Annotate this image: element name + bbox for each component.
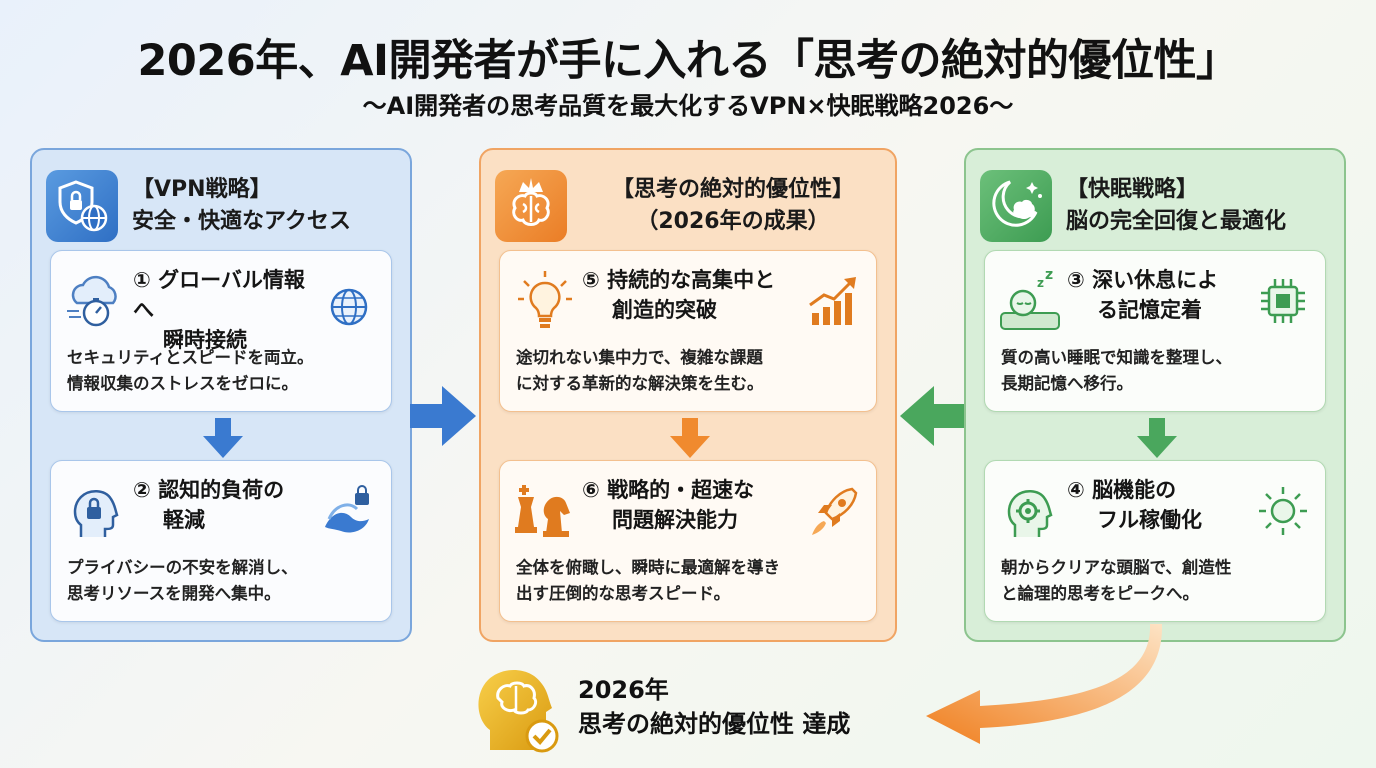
core-column-header: 【思考の絶対的優位性】 （2026年の成果） xyxy=(495,164,885,244)
card-brain-function: ④ 脳機能の フル稼働化 朝からクリアな頭脳で、創造性 と論理的思考をピークへ。 xyxy=(984,460,1326,622)
globe-icon xyxy=(330,288,368,326)
core-title-line2: （2026年の成果） xyxy=(636,209,830,234)
vpn-title-line1: 【VPN戦略】 xyxy=(132,177,272,202)
card-desc-line1: 途切れない集中力で、複雑な課題 xyxy=(516,348,763,367)
chip-icon xyxy=(1261,279,1305,323)
card-desc-line2: と論理的思考をピークへ。 xyxy=(1001,584,1199,603)
card-desc-line2: 情報収集のストレスをゼロに。 xyxy=(67,374,298,393)
core-column-title: 【思考の絶対的優位性】 （2026年の成果） xyxy=(581,174,885,238)
sun-icon xyxy=(1259,487,1307,535)
card-cognitive-load: ② 認知的負荷の 軽減 プライバシーの不安を解消し、 思考リソースを開発へ集中。 xyxy=(50,460,392,622)
card-desc-line1: 質の高い睡眠で知識を整理し、 xyxy=(1001,348,1232,367)
core-title-line1: 【思考の絶対的優位性】 xyxy=(611,177,854,202)
sleep-column-header: 【快眠戦略】 脳の完全回復と最適化 xyxy=(980,164,1334,244)
vpn-column-header: 【VPN戦略】 安全・快適なアクセス xyxy=(46,164,400,244)
result-year: 2026年 xyxy=(578,676,669,704)
card-strategic-problem-solving: ⑥ 戦略的・超速な 問題解決能力 全体を俯瞰し、瞬時に最適解を導き 出す圧倒的な… xyxy=(499,460,877,622)
down-arrow-icon xyxy=(670,418,710,458)
card-title-line2: 問題解決能力 xyxy=(612,508,738,532)
result-achievement-text: 思考の絶対的優位性 達成 xyxy=(578,710,851,738)
card-desc-line2: 思考リソースを開発へ集中。 xyxy=(67,584,281,603)
crowned-brain-icon xyxy=(495,170,567,242)
card-desc-line1: 朝からクリアな頭脳で、創造性 xyxy=(1001,558,1232,577)
card-desc-line1: プライバシーの不安を解消し、 xyxy=(67,558,298,577)
card-description: 全体を俯瞰し、瞬時に最適解を導き 出す圧倒的な思考スピード。 xyxy=(516,555,864,607)
card-title-line2: フル稼働化 xyxy=(1097,508,1202,532)
sleep-title-line1: 【快眠戦略】 xyxy=(1066,177,1199,202)
sleep-title-line2: 脳の完全回復と最適化 xyxy=(1066,209,1287,234)
vpn-title-line2: 安全・快適なアクセス xyxy=(132,209,351,234)
card-description: 途切れない集中力で、複雑な課題 に対する革新的な解決策を生む。 xyxy=(516,345,864,397)
right-arrow-icon xyxy=(410,386,476,446)
card-title-line2: 創造的突破 xyxy=(612,298,717,322)
card-title: ② 認知的負荷の 軽減 xyxy=(133,475,313,535)
card-title-line2: 瞬時接続 xyxy=(163,328,247,352)
down-arrow-icon xyxy=(203,418,243,458)
sleep-column-title: 【快眠戦略】 脳の完全回復と最適化 xyxy=(1066,174,1334,238)
cloud-stopwatch-icon xyxy=(67,275,117,327)
card-title: ④ 脳機能の フル稼働化 xyxy=(1067,475,1247,535)
card-title: ⑤ 持続的な高集中と 創造的突破 xyxy=(582,265,798,325)
card-title: ③ 深い休息によ る記憶定着 xyxy=(1067,265,1247,325)
card-title-line1: ③ 深い休息によ xyxy=(1067,268,1219,292)
vpn-column-title: 【VPN戦略】 安全・快適なアクセス xyxy=(132,174,400,238)
card-desc-line1: 全体を俯瞰し、瞬時に最適解を導き xyxy=(516,558,780,577)
card-desc-line1: セキュリティとスピードを両立。 xyxy=(67,348,314,367)
card-title-line1: ④ 脳機能の xyxy=(1067,478,1177,502)
card-title-line1: ⑤ 持続的な高集中と xyxy=(582,268,776,292)
head-gear-icon xyxy=(1007,490,1053,537)
page-title: 2026年、AI開発者が手に入れる「思考の絶対的優位性」 xyxy=(137,36,1239,86)
chess-icon xyxy=(515,485,570,537)
down-arrow-icon xyxy=(1137,418,1177,458)
card-desc-line2: 長期記憶へ移行。 xyxy=(1001,374,1133,393)
card-deep-rest: z z ③ 深い休息によ る記憶定着 質の高い睡眠で知識を整理し、 長期記憶へ移… xyxy=(984,250,1326,412)
card-description: 質の高い睡眠で知識を整理し、 長期記憶へ移行。 xyxy=(1001,345,1313,397)
rocket-icon xyxy=(812,487,858,535)
lightbulb-icon xyxy=(518,271,572,328)
card-title-line2: 軽減 xyxy=(163,508,205,532)
wave-lock-icon xyxy=(325,485,369,533)
card-sustained-focus: ⑤ 持続的な高集中と 創造的突破 途切れない集中力で、複雑な課題 に対する革新的… xyxy=(499,250,877,412)
card-title-line1: ⑥ 戦略的・超速な xyxy=(582,478,755,502)
shield-globe-icon xyxy=(46,170,118,242)
card-title: ① グローバル情報へ 瞬時接続 xyxy=(133,265,313,355)
curved-arrow-icon xyxy=(926,624,1163,744)
sleeping-person-icon: z z xyxy=(1000,269,1060,330)
card-global-access: ① グローバル情報へ 瞬時接続 セキュリティとスピードを両立。 情報収集のストレ… xyxy=(50,250,392,412)
svg-text:z: z xyxy=(1045,269,1053,283)
card-title-line2: る記憶定着 xyxy=(1097,298,1202,322)
card-desc-line2: 出す圧倒的な思考スピード。 xyxy=(516,584,731,603)
left-arrow-icon xyxy=(900,386,966,446)
svg-text:z: z xyxy=(1037,276,1044,290)
vpn-strategy-column: 【VPN戦略】 安全・快適なアクセス ① グローバル情報へ 瞬時接続 セキュリテ… xyxy=(30,148,412,642)
head-lock-icon xyxy=(73,490,119,537)
card-title-line1: ② 認知的負荷の xyxy=(133,478,285,502)
moon-brain-icon xyxy=(980,170,1052,242)
card-description: プライバシーの不安を解消し、 思考リソースを開発へ集中。 xyxy=(67,555,379,607)
page-subtitle: 〜AI開発者の思考品質を最大化するVPN×快眠戦略2026〜 xyxy=(362,92,1014,120)
growth-chart-icon xyxy=(809,277,856,325)
core-advantage-column: 【思考の絶対的優位性】 （2026年の成果） ⑤ 持続的な高集中と 創造的突破 xyxy=(479,148,897,642)
card-title-line1: ① グローバル情報へ xyxy=(133,268,305,322)
card-description: セキュリティとスピードを両立。 情報収集のストレスをゼロに。 xyxy=(67,345,379,397)
sleep-strategy-column: 【快眠戦略】 脳の完全回復と最適化 z z ③ 深い休息によ る記憶定着 xyxy=(964,148,1346,642)
card-desc-line2: に対する革新的な解決策を生む。 xyxy=(516,374,764,393)
gold-brain-check-icon xyxy=(478,669,559,753)
card-description: 朝からクリアな頭脳で、創造性 と論理的思考をピークへ。 xyxy=(1001,555,1313,607)
card-title: ⑥ 戦略的・超速な 問題解決能力 xyxy=(582,475,798,535)
